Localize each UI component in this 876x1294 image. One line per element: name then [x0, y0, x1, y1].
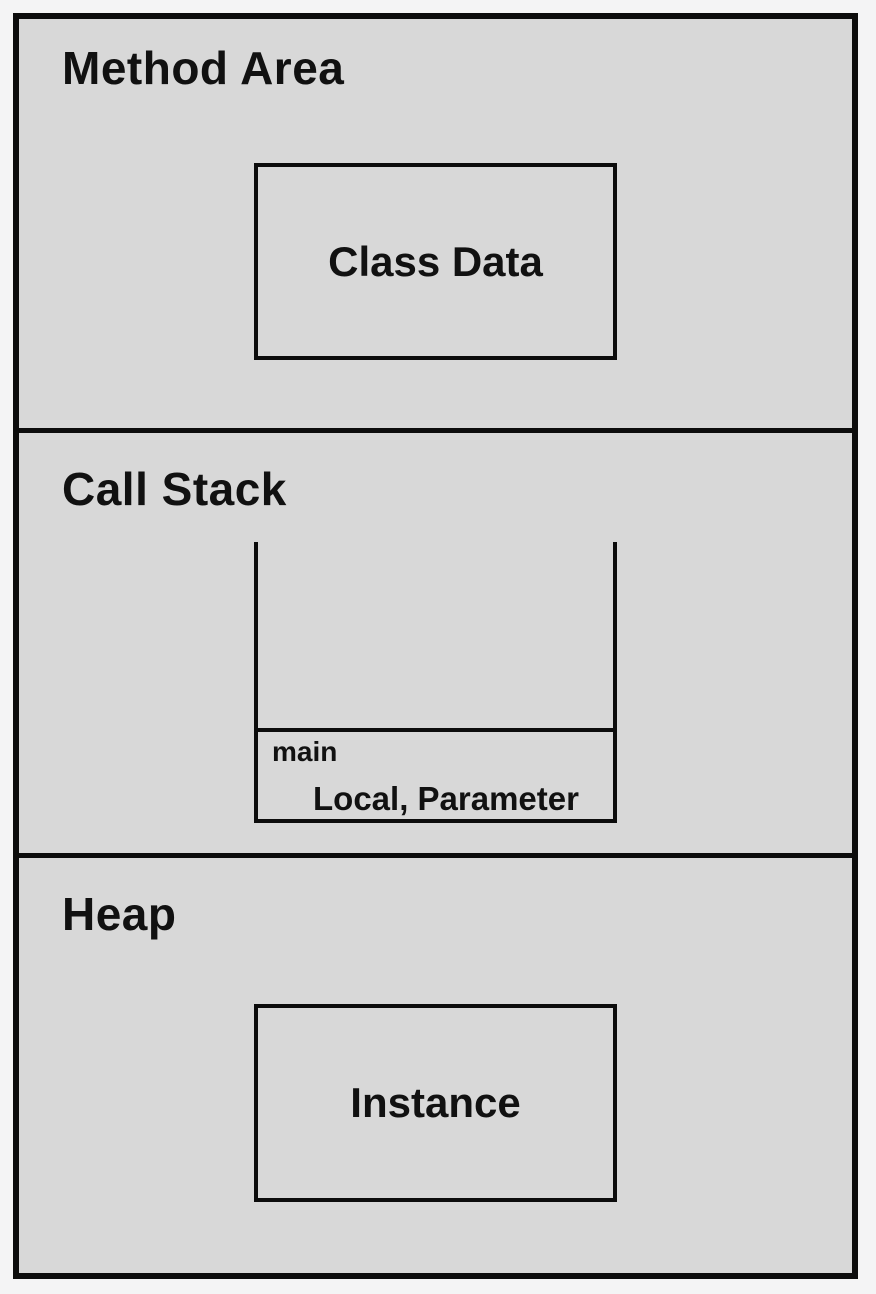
class-data-label: Class Data	[328, 237, 543, 285]
instance-box: Instance	[254, 1004, 617, 1202]
instance-label: Instance	[350, 1079, 521, 1126]
divider-method-area-call-stack	[19, 428, 852, 433]
diagram-outer-border	[13, 13, 858, 1279]
section-title-heap: Heap	[62, 888, 177, 940]
stack-frame-contents: Local, Parameter	[313, 780, 579, 817]
divider-call-stack-heap	[19, 853, 852, 858]
section-title-method-area: Method Area	[62, 42, 345, 94]
section-title-call-stack: Call Stack	[62, 463, 287, 515]
class-data-box: Class Data	[254, 163, 617, 360]
stack-frame-main: main Local, Parameter	[254, 728, 617, 823]
stack-frame-name: main	[272, 736, 338, 767]
